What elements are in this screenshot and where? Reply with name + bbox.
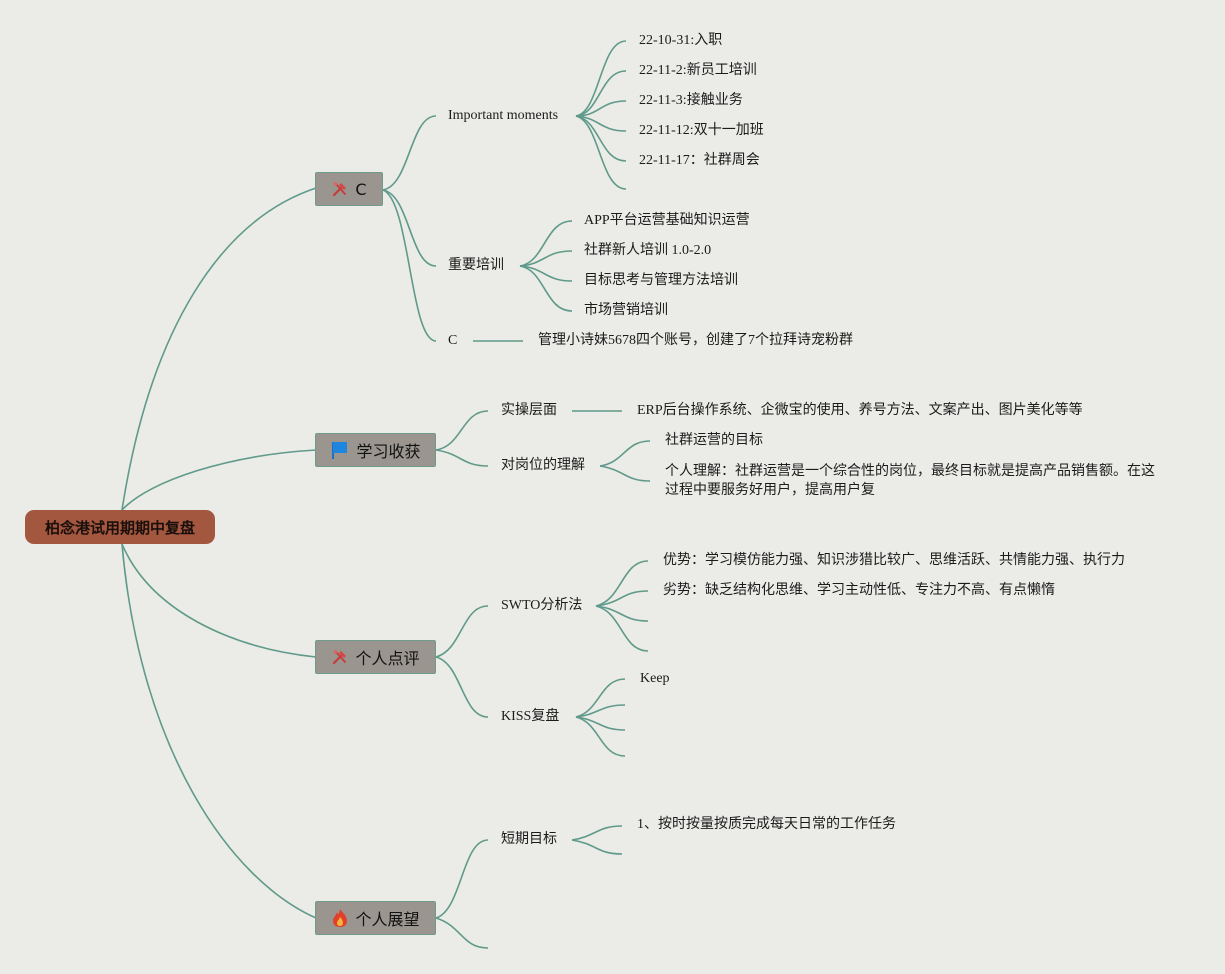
topic-training[interactable]: 重要培训 [448,258,504,273]
branch-outlook-label: 个人展望 [355,910,420,929]
topic-kiss[interactable]: KISS复盘 [501,709,560,724]
topic-important-moments[interactable]: Important moments [448,108,559,123]
topic-short-term[interactable]: 短期目标 [501,832,557,847]
short-term-item[interactable]: 1、按时按量按质完成每天日常的工作任务 [637,817,896,832]
root-topic[interactable]: 柏念港试用期期中复盘 [25,510,215,544]
topic-c-sub[interactable]: C [448,333,458,348]
moment-item[interactable]: 22-11-12:双十一加班 [639,123,764,138]
branch-c[interactable]: C [315,172,383,206]
root-topic-label: 柏念港试用期期中复盘 [44,518,195,537]
moment-item[interactable]: 22-11-17：社群周会 [639,153,760,168]
tools-icon [331,180,349,198]
moment-item[interactable]: 22-11-2:新员工培训 [639,63,757,78]
link-c-training [382,189,437,267]
understanding-item[interactable]: 个人理解：社群运营是一个综合性的岗位，最终目标就是提高产品销售额。在这过程中要服… [665,464,1155,498]
topic-swot[interactable]: SWTO分析法 [501,598,583,613]
tools-icon [331,648,349,666]
kiss-item[interactable]: Keep [640,671,670,686]
branch-learning[interactable]: 学习收获 [315,433,436,467]
swot-item[interactable]: 优势：学习模仿能力强、知识涉猎比较广、思维活跃、共情能力强、执行力 [663,553,1125,568]
moment-item[interactable]: 22-11-3:接触业务 [639,93,743,108]
link-root-c [121,187,317,511]
moment-item[interactable]: 22-10-31:入职 [639,33,723,48]
branch-c-label: C [355,179,367,199]
training-item[interactable]: APP平台运营基础知识运营 [584,213,750,228]
fire-icon [331,908,349,928]
understanding-item[interactable]: 社群运营的目标 [665,433,763,448]
swot-item[interactable]: 劣势：缺乏结构化思维、学习主动性低、专注力不高、有点懒惰 [663,583,1055,598]
training-item[interactable]: 市场营销培训 [584,303,668,318]
link-c-moments [382,115,437,191]
branch-outlook[interactable]: 个人展望 [315,901,436,935]
c-sub-detail[interactable]: 管理小诗妹5678四个账号，创建了7个拉拜诗宠粉群 [538,333,853,348]
training-item[interactable]: 社群新人培训 1.0-2.0 [584,243,712,258]
topic-understanding[interactable]: 对岗位的理解 [501,458,585,473]
branch-learning-label: 学习收获 [356,442,421,461]
branch-review[interactable]: 个人点评 [315,640,436,674]
link-c-csub [382,189,437,342]
practice-detail[interactable]: ERP后台操作系统、企微宝的使用、养号方法、文案产出、图片美化等等 [637,403,1083,418]
link-root-outlook [121,543,317,919]
flag-icon [330,440,350,460]
link-root-review [121,543,317,658]
training-item[interactable]: 目标思考与管理方法培训 [584,273,738,288]
link-root-learning [121,449,317,511]
topic-practice[interactable]: 实操层面 [501,403,557,418]
branch-review-label: 个人点评 [355,649,420,668]
